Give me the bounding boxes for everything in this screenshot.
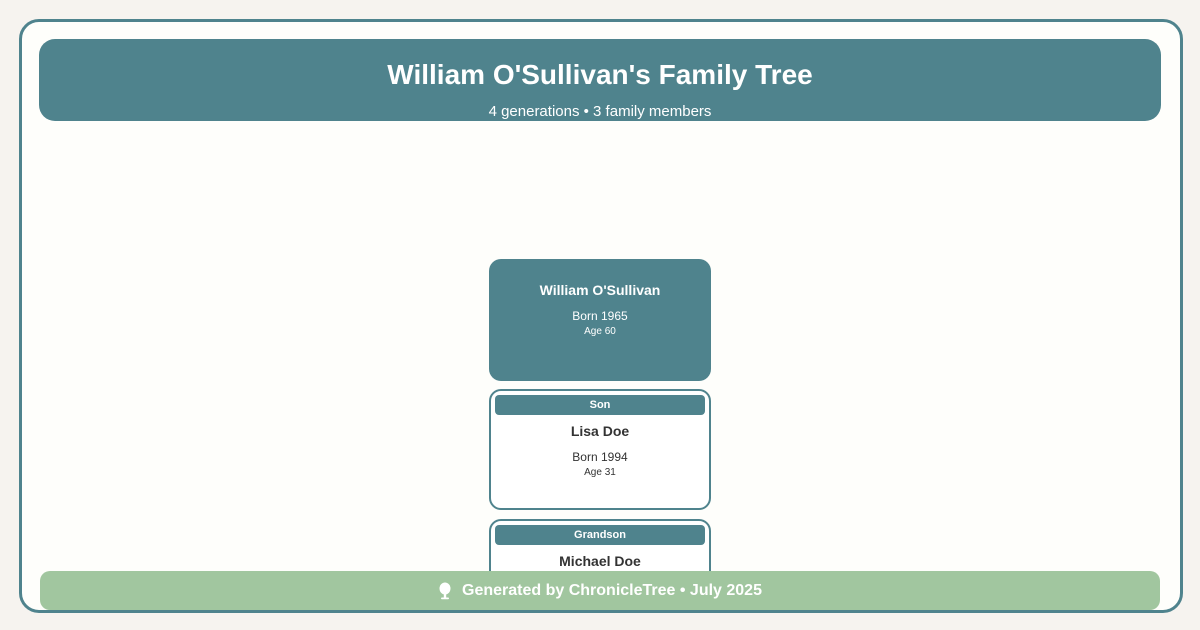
person-card-root[interactable]: William O'Sullivan Born 1965 Age 60 xyxy=(489,259,711,381)
relation-badge: Son xyxy=(495,395,705,415)
footer-banner: Generated by ChronicleTree • July 2025 xyxy=(40,571,1160,610)
person-name: Michael Doe xyxy=(559,553,641,569)
footer-text: Generated by ChronicleTree • July 2025 xyxy=(462,581,762,599)
person-birth-year: Born 1994 xyxy=(572,450,628,464)
header-banner: William O'Sullivan's Family Tree 4 gener… xyxy=(39,39,1161,121)
person-name: Lisa Doe xyxy=(570,423,630,439)
person-age: Age 60 xyxy=(584,326,616,337)
relation-badge: Grandson xyxy=(495,525,705,545)
page-subtitle: 4 generations • 3 family members xyxy=(488,103,712,120)
person-card-son[interactable]: Son Lisa Doe Born 1994 Age 31 xyxy=(489,389,711,510)
person-age: Age 31 xyxy=(584,467,616,478)
family-tree-frame: William O'Sullivan's Family Tree 4 gener… xyxy=(19,19,1183,613)
person-name: William O'Sullivan xyxy=(539,282,661,298)
page-title: William O'Sullivan's Family Tree xyxy=(387,59,813,90)
person-birth-year: Born 1965 xyxy=(572,309,628,323)
tree-icon xyxy=(438,582,452,600)
